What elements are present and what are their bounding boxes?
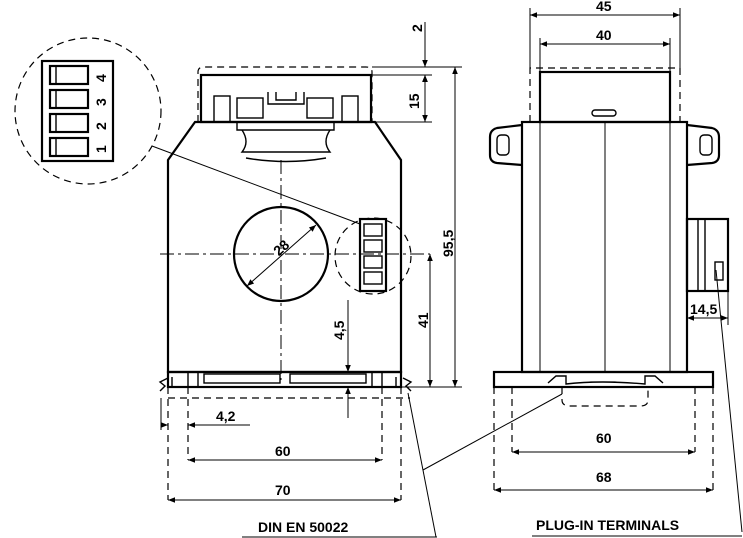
side-dim-60: 60 <box>596 430 612 446</box>
side-top-cap <box>538 70 672 124</box>
front-terminal-slots <box>363 223 383 285</box>
side-cap-slot <box>591 109 617 117</box>
side-din-rail <box>547 375 664 385</box>
front-top-cap <box>199 73 373 124</box>
terminal-detail-circle <box>14 37 162 185</box>
front-terminal-leader <box>151 145 361 225</box>
terminal-number-1: 1 <box>93 145 109 153</box>
side-ear-right-slot <box>699 134 713 156</box>
side-ear-left-slot <box>496 134 510 156</box>
front-cap-details <box>213 92 359 163</box>
front-hole-diameter-line <box>246 224 317 287</box>
front-dim-95-5: 95,5 <box>440 230 456 257</box>
plug-in-leader-line <box>715 269 743 533</box>
front-dim-70: 70 <box>275 482 291 498</box>
terminal-detail: 1 2 3 4 <box>14 37 162 185</box>
front-din-rail <box>171 371 397 388</box>
terminal-number-2: 2 <box>93 122 109 130</box>
front-dim-41: 41 <box>415 312 431 328</box>
front-dim-2: 2 <box>409 24 425 32</box>
front-dim-60: 60 <box>275 443 291 459</box>
front-clip-right <box>402 377 413 392</box>
front-dim-4-2: 4,2 <box>216 408 236 424</box>
front-dim-15: 15 <box>406 93 422 109</box>
front-view: 28 <box>151 66 430 500</box>
front-hole-diameter-label: 28 <box>270 236 292 258</box>
annotations: DIN EN 50022 PLUG-IN TERMINALS <box>242 269 743 538</box>
front-clip-left <box>158 377 169 392</box>
din-to-side-leader <box>422 393 563 471</box>
side-terminal-screw <box>714 261 724 281</box>
side-dim-40: 40 <box>596 27 612 43</box>
din-leader-line <box>407 392 437 538</box>
terminal-detail-slots <box>48 64 90 158</box>
terminal-detail-block <box>40 59 115 163</box>
terminal-number-4: 4 <box>93 74 109 82</box>
side-dim-14-5: 14,5 <box>690 301 717 317</box>
front-cap-dashed-outline <box>197 66 373 122</box>
front-terminal-block <box>358 217 388 293</box>
side-dim-45: 45 <box>596 0 612 14</box>
side-dimensions: 45 40 14,5 60 68 <box>494 0 729 493</box>
side-ear-left <box>488 123 523 167</box>
plug-in-terminals-label: PLUG-IN TERMINALS <box>536 517 679 533</box>
front-terminal-highlight-circle <box>334 217 412 295</box>
side-dim-68: 68 <box>596 469 612 485</box>
side-din-rail-dashed <box>561 387 649 407</box>
side-plug-in-terminal <box>685 217 730 293</box>
front-dim-4-5: 4,5 <box>331 320 347 340</box>
terminal-number-3: 3 <box>93 98 109 106</box>
side-base <box>492 370 715 389</box>
front-dimensions: 2 15 95,5 41 4,5 4,2 60 70 <box>160 22 462 503</box>
side-view <box>488 67 730 490</box>
side-ear-right <box>686 123 721 167</box>
din-standard-label: DIN EN 50022 <box>258 519 348 535</box>
front-base <box>166 370 403 389</box>
side-cap-dashed <box>529 67 681 122</box>
